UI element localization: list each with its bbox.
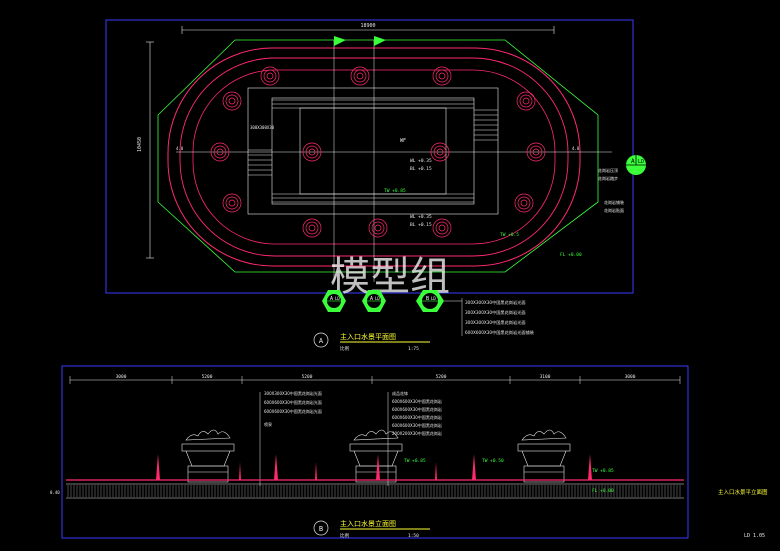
elev-fountain-jets bbox=[156, 454, 592, 480]
elev-note-left-1: 300X300X30中国黑花岗岩光面 bbox=[264, 390, 322, 396]
plan-top-dim-text: 18900 bbox=[360, 23, 375, 29]
plan-outer-octagon bbox=[157, 39, 599, 273]
plan-callout-2-sheet: LD bbox=[375, 296, 380, 301]
elev-title-scale-label: 比例 bbox=[340, 532, 349, 539]
elev-dim-6: 3000 bbox=[625, 374, 636, 380]
elev-note-left-4: 喷泉 bbox=[264, 421, 272, 427]
plan-flag-markers bbox=[334, 36, 386, 46]
plan-wf-label: WF bbox=[400, 138, 406, 144]
plan-fl-label: FL +0.00 bbox=[560, 252, 582, 258]
elev-ground bbox=[66, 479, 684, 499]
plan-note-3: 300X300X30中国黑花岗岩光面 bbox=[465, 319, 526, 326]
plan-left-dim-text: 10450 bbox=[137, 137, 143, 152]
plan-title-scale-value: 1:75 bbox=[408, 346, 419, 352]
plan-section-marker-sheet: LD bbox=[638, 159, 644, 165]
elev-dim-4: 5200 bbox=[436, 374, 447, 380]
plan-title-letter: A bbox=[319, 337, 324, 345]
plan-top-dimension bbox=[181, 26, 555, 34]
plan-callout-1-letter: A bbox=[330, 296, 333, 302]
elev-note-right-2: 600X600X30中国黑花岗岩 bbox=[392, 398, 442, 404]
elev-title-name: 主入口水景立面图 bbox=[340, 519, 396, 528]
plan-bl-label-2: BL +0.15 bbox=[410, 222, 432, 228]
plan-callout-left: 300X300X30 bbox=[250, 125, 275, 130]
elev-planter-center bbox=[349, 429, 403, 483]
plan-callout-2-letter: A bbox=[370, 296, 373, 302]
elev-level-tw3: TW +0.85 bbox=[592, 468, 614, 474]
plan-tw-label-1: TW +0.85 bbox=[384, 188, 406, 194]
plan-wl-label-1: WL +0.35 bbox=[410, 158, 432, 164]
plan-title-block: A 主入口水景平面图 比例 1:75 bbox=[313, 332, 430, 352]
plan-planters bbox=[210, 66, 546, 238]
elev-dim-1: 3000 bbox=[116, 374, 127, 380]
side-title: 主入口水景平立面图 bbox=[718, 488, 768, 496]
plan-frame bbox=[105, 19, 634, 294]
plan-section-marker-letter: A bbox=[631, 158, 635, 165]
plan-note-4: 600X600X30中国黑花岗岩光面铺装 bbox=[465, 329, 535, 336]
elev-dimension-line bbox=[69, 376, 681, 384]
sheet-number: LD 1.05 bbox=[744, 533, 765, 539]
elev-note-left-2: 600X600X30中国黑花岗岩光面 bbox=[264, 399, 322, 405]
elev-left-dim: 0.40 bbox=[50, 490, 60, 495]
plan-bl-label-1: BL +0.15 bbox=[410, 166, 432, 172]
plan-callout-3: B LD bbox=[416, 290, 444, 312]
plan-section-marker: A LD bbox=[626, 155, 646, 175]
elev-note-right-3: 600X600X30中国黑花岗岩 bbox=[392, 406, 442, 412]
plan-side-tag-1: 花岗岩压顶 bbox=[598, 167, 618, 173]
plan-tw-label-2: TW +0.5 bbox=[500, 232, 519, 238]
elev-note-right-1: 成品花钵 bbox=[392, 390, 408, 396]
elev-planter-left bbox=[181, 429, 235, 483]
plan-center-steps bbox=[247, 87, 499, 215]
plan-dim-right-small: 4.8 bbox=[572, 146, 580, 151]
elev-note-right-4: 600X600X30中国黑花岗岩 bbox=[392, 414, 442, 420]
elev-dim-2: 5200 bbox=[202, 374, 213, 380]
elev-title-scale-value: 1:50 bbox=[408, 533, 419, 539]
plan-note-2: 300X300X30中国黑花岗岩光面 bbox=[465, 309, 526, 316]
elev-title-letter: B bbox=[319, 525, 323, 533]
plan-left-dimension bbox=[146, 41, 154, 259]
plan-callout-1-sheet: LD bbox=[335, 296, 340, 301]
elev-dim-3: 5200 bbox=[302, 374, 313, 380]
plan-callout-3-sheet: LD bbox=[431, 296, 436, 301]
plan-side-tag-4: 花岗岩贴面 bbox=[604, 207, 624, 213]
elev-level-tw2: TW +0.50 bbox=[482, 458, 504, 464]
elev-note-right-6: 200X200X30中国黑花岗岩 bbox=[392, 430, 442, 436]
elev-note-left-3: 600X600X30中国黑花岗岩光面 bbox=[264, 408, 322, 414]
plan-dim-left-small: 4.8 bbox=[176, 146, 184, 151]
elev-note-right-5: 600X600X30中国黑花岗岩 bbox=[392, 422, 442, 428]
plan-title-name: 主入口水景平面图 bbox=[340, 332, 396, 341]
plan-notes-leader bbox=[444, 298, 463, 336]
elev-title-block: B 主入口水景立面图 比例 1:50 bbox=[313, 519, 430, 539]
plan-note-1: 300X300X30中国黑花岗岩光面 bbox=[465, 299, 526, 306]
elev-ground-hatch bbox=[67, 485, 681, 497]
plan-wl-label-2: WL +0.35 bbox=[410, 214, 432, 220]
elev-dim-5: 3100 bbox=[540, 374, 551, 380]
elev-level-tw1: TW +0.85 bbox=[404, 458, 426, 464]
plan-side-tag-2: 花岗岩踏步 bbox=[598, 175, 618, 181]
elev-level-fl: FL +0.00 bbox=[592, 488, 614, 494]
elev-planter-right bbox=[517, 429, 571, 483]
plan-callout-1: A LD bbox=[322, 290, 346, 312]
plan-callout-3-letter: B bbox=[426, 296, 429, 302]
elev-frame bbox=[61, 365, 689, 539]
plan-callout-2: A LD bbox=[362, 290, 386, 312]
plan-title-scale-label: 比例 bbox=[340, 345, 349, 352]
plan-side-tag-3: 花岗岩铺装 bbox=[604, 199, 624, 205]
